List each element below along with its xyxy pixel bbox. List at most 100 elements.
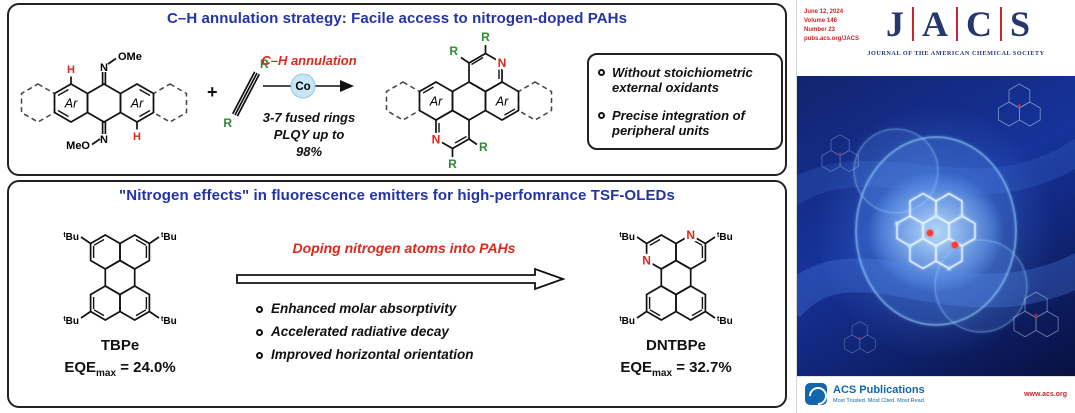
tbu-base: Bu bbox=[66, 316, 79, 327]
acs-logo-mark bbox=[805, 383, 827, 405]
benefit-text: Precise integration of peripheral units bbox=[612, 107, 745, 138]
issue-volume: Volume 146 bbox=[804, 18, 837, 24]
arrowhead-icon bbox=[340, 80, 354, 92]
tbu-label: tBu bbox=[63, 232, 79, 243]
letter-separator bbox=[955, 7, 958, 41]
reaction-arrow: Co bbox=[263, 73, 354, 99]
ring-label-ar-right: Ar bbox=[495, 95, 509, 109]
bullet-icon bbox=[598, 111, 605, 119]
property-text: Accelerated radiative decay bbox=[271, 323, 449, 339]
tbpe-bonds bbox=[80, 234, 160, 321]
letter-separator bbox=[999, 7, 1002, 41]
eqe-value: = 32.7% bbox=[672, 359, 732, 376]
reactant-structure: N OMe N MeO H H Ar Ar bbox=[20, 51, 188, 152]
issue-info: June 12, 2024 Volume 146 Number 23 pubs.… bbox=[804, 8, 859, 44]
issue-date: June 12, 2024 bbox=[804, 9, 844, 15]
bullet-icon bbox=[598, 69, 605, 76]
tbu-sup: t bbox=[161, 232, 164, 239]
hollow-arrow-icon bbox=[236, 267, 566, 291]
tbu-base: Bu bbox=[622, 232, 635, 243]
reaction-conditions: C–H annulation Co 3-7 fused rings PLQY u… bbox=[259, 53, 359, 161]
reactant-bonds bbox=[20, 57, 188, 146]
condition-line-2: PLQY up to 98% bbox=[273, 126, 345, 159]
atom-label-n-bottom: N bbox=[100, 134, 108, 146]
tbu-sup: t bbox=[619, 316, 622, 323]
atom-label-n-1: N bbox=[686, 228, 695, 242]
atom-label-n-top: N bbox=[100, 62, 108, 74]
tbu-label: tBu bbox=[63, 316, 79, 327]
publisher-block: ACS Publications Most Trusted. Most Cite… bbox=[805, 383, 925, 405]
doping-label: Doping nitrogen atoms into PAHs bbox=[292, 240, 516, 256]
tbu-base: Bu bbox=[719, 232, 732, 243]
issue-url: pubs.acs.org/JACS bbox=[804, 36, 860, 42]
tbu-sup: t bbox=[63, 232, 66, 239]
benefits-box: Without stoichiometric external oxidants… bbox=[587, 53, 783, 151]
eqe-label: EQE bbox=[620, 359, 653, 376]
group-label-meo: MeO bbox=[66, 140, 90, 152]
tbu-base: Bu bbox=[66, 232, 79, 243]
product-structure: R R R R N N Ar Ar bbox=[385, 30, 553, 171]
substituent-r-4: R bbox=[479, 140, 488, 154]
molecule-name-tbpe: TBPe bbox=[100, 337, 140, 354]
bullet-icon bbox=[256, 351, 263, 359]
website-url: www.acs.org bbox=[1024, 391, 1067, 398]
atom-label-h-bottom: H bbox=[133, 131, 141, 143]
product-bonds bbox=[385, 45, 553, 157]
tbu-label: tBu bbox=[161, 232, 177, 243]
jacs-letter: C bbox=[965, 4, 992, 44]
alkyne-bonds bbox=[231, 71, 261, 117]
tbu-base: Bu bbox=[163, 232, 176, 243]
substituent-r-3: R bbox=[448, 157, 457, 171]
scheme-title: C–H annulation strategy: Facile access t… bbox=[166, 10, 628, 27]
property-item: Improved horizontal orientation bbox=[256, 346, 474, 363]
tbu-base: Bu bbox=[719, 316, 732, 327]
benefit-item: Precise integration of peripheral units bbox=[598, 108, 772, 139]
tbu-sup: t bbox=[63, 316, 66, 323]
eqe-tbpe: EQEmax = 24.0% bbox=[25, 359, 215, 379]
tbu-base: Bu bbox=[622, 316, 635, 327]
atom-label-n-product-bottom: N bbox=[432, 133, 441, 147]
eqe-sub: max bbox=[96, 368, 117, 379]
atom-label-n-product-top: N bbox=[498, 56, 507, 70]
property-item: Accelerated radiative decay bbox=[256, 323, 474, 340]
tbu-sup: t bbox=[717, 316, 720, 323]
eqe-value: = 24.0% bbox=[116, 359, 176, 376]
jacs-letter: A bbox=[921, 4, 948, 44]
annulation-label: C–H annulation bbox=[261, 53, 357, 68]
journal-cover: June 12, 2024 Volume 146 Number 23 pubs.… bbox=[796, 0, 1075, 413]
ring-label-ar-left: Ar bbox=[64, 97, 78, 111]
group-label-ome: OMe bbox=[118, 51, 142, 63]
catalyst-label: Co bbox=[295, 81, 310, 93]
substituent-r-1: R bbox=[481, 30, 490, 44]
molecule-name-dntbpe: DNTBPe bbox=[645, 337, 706, 354]
tbu-label: tBu bbox=[717, 316, 733, 327]
eqe-sub: max bbox=[652, 368, 673, 379]
substituent-r-2: R bbox=[449, 44, 458, 58]
tbu-sup: t bbox=[161, 316, 164, 323]
tbu-label: tBu bbox=[717, 232, 733, 243]
atom-label-n-2: N bbox=[642, 254, 651, 268]
condition-line-1: 3-7 fused rings bbox=[262, 110, 356, 125]
atom-label-h-top: H bbox=[67, 64, 75, 76]
cover-footer: ACS Publications Most Trusted. Most Cite… bbox=[797, 376, 1075, 413]
jacs-logo: J A C S bbox=[845, 6, 1071, 42]
benefit-item: Without stoichiometric external oxidants bbox=[598, 65, 772, 96]
property-item: Enhanced molar absorptivity bbox=[256, 301, 474, 317]
tbu-base: Bu bbox=[163, 316, 176, 327]
alkyne-structure: R R bbox=[223, 57, 269, 130]
issue-number: Number 23 bbox=[804, 27, 836, 33]
jacs-letter: J bbox=[885, 4, 904, 44]
property-list: Enhanced molar absorptivity Accelerated … bbox=[256, 301, 474, 363]
property-text: Enhanced molar absorptivity bbox=[271, 301, 457, 316]
ring-label-ar-left: Ar bbox=[429, 95, 443, 109]
letter-separator bbox=[911, 7, 914, 41]
tbu-label: tBu bbox=[619, 232, 635, 243]
substituent-r-top: R bbox=[260, 57, 269, 71]
property-text: Improved horizontal orientation bbox=[271, 346, 474, 362]
publisher-name: ACS Publications bbox=[833, 384, 925, 397]
annulation-scheme-panel: C–H annulation strategy: Facile access t… bbox=[7, 3, 787, 176]
bullet-icon bbox=[256, 306, 263, 313]
jacs-letter: S bbox=[1009, 4, 1031, 44]
tbpe-structure: tBu tBu tBu tBu bbox=[63, 232, 177, 327]
oled-panel: "Nitrogen effects" in fluorescence emitt… bbox=[7, 180, 787, 408]
